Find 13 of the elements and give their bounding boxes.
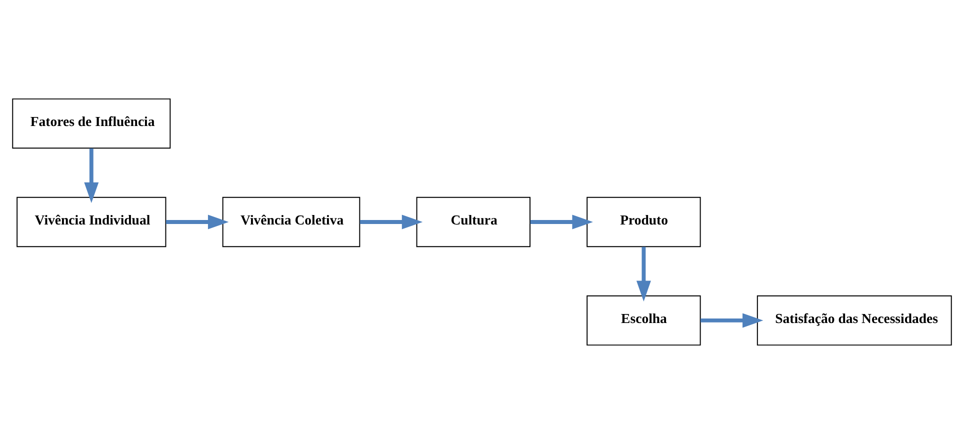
node-box: Vivência Individual <box>16 196 166 248</box>
arrow <box>360 214 423 230</box>
arrow <box>166 214 229 230</box>
node-box: Produto <box>586 196 701 248</box>
arrow <box>636 246 651 302</box>
node-box: Satisfação das Necessidades <box>756 295 952 346</box>
node-box: Cultura <box>416 196 530 248</box>
arrow <box>530 214 593 230</box>
node-box: Vivência Coletiva <box>222 196 360 248</box>
arrow <box>84 148 99 204</box>
arrow <box>700 313 764 328</box>
node-box: Escolha <box>586 295 701 346</box>
node-box: Fatores de Influência <box>12 98 171 149</box>
